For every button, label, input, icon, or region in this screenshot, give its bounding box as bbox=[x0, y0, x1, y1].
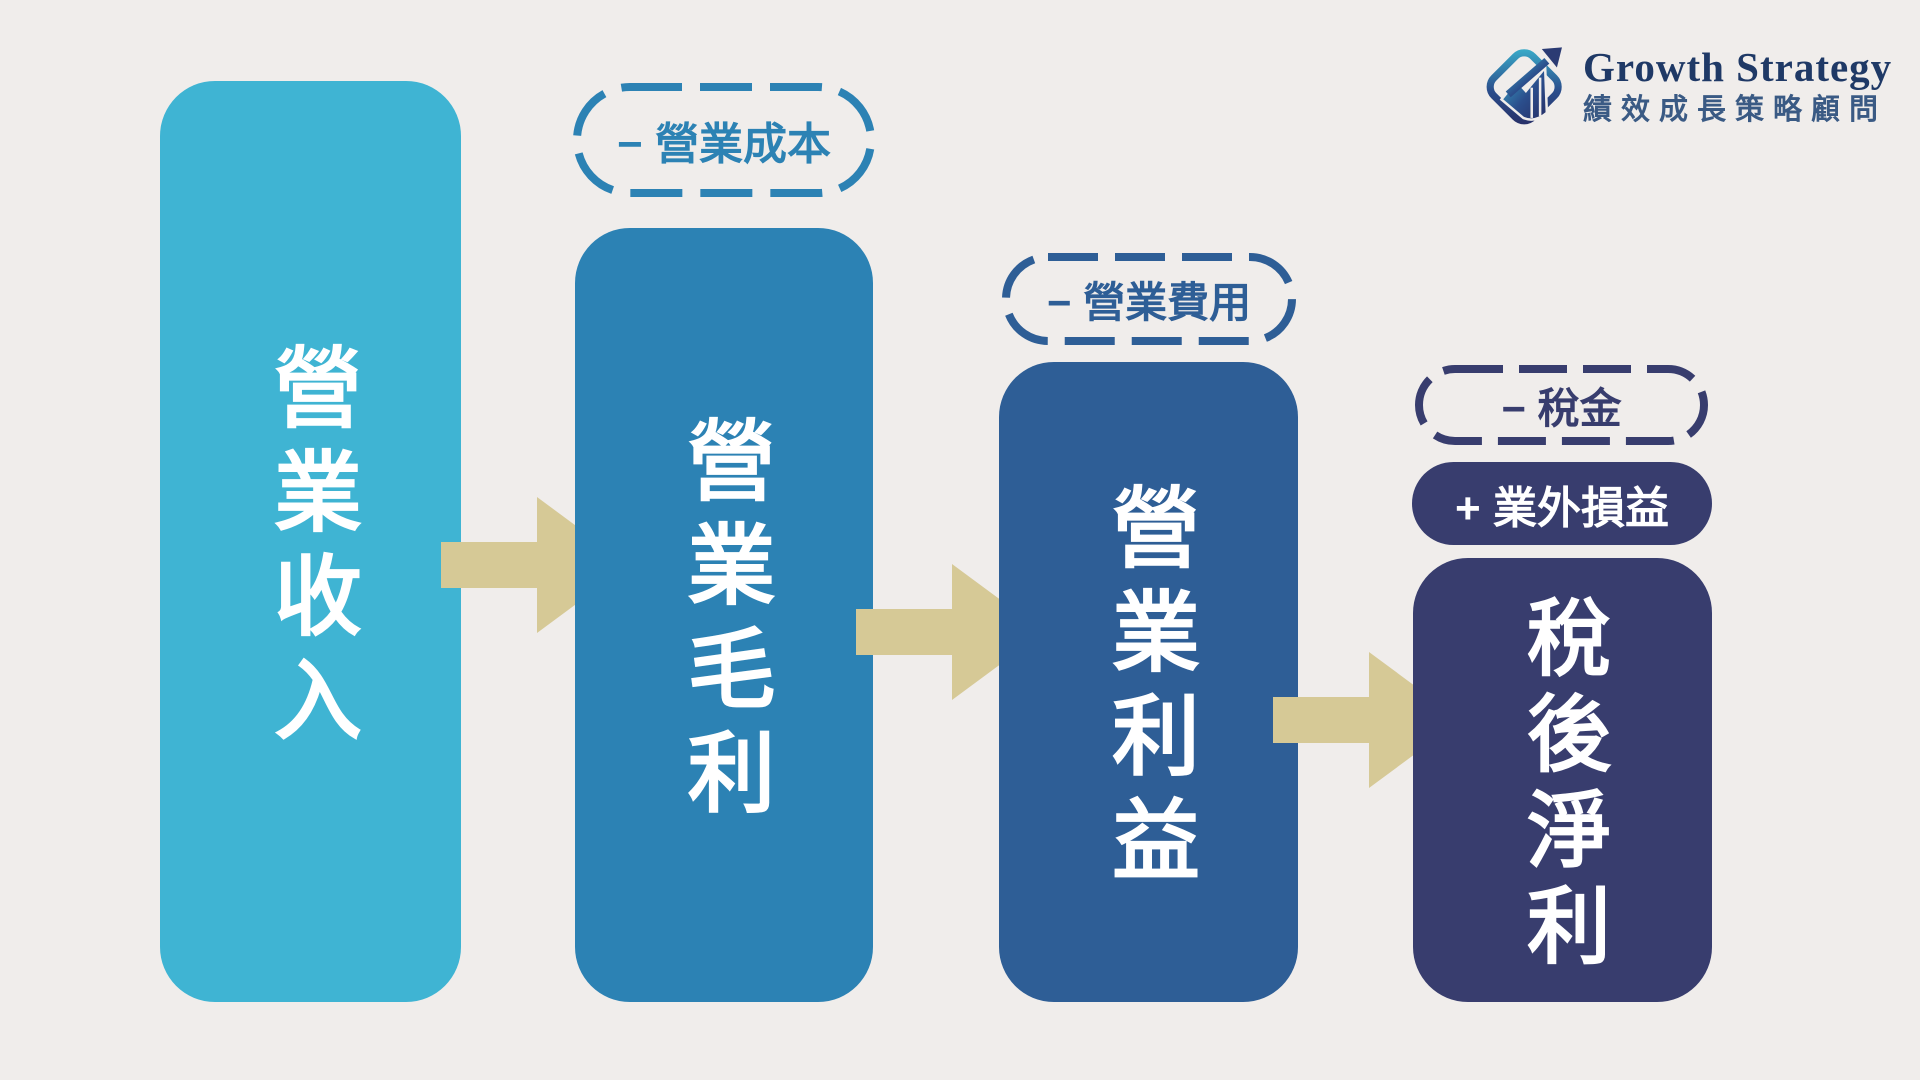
badge-tax-label: − 稅金 bbox=[1501, 384, 1622, 432]
flow-arrow-2-icon bbox=[856, 564, 1044, 700]
brand-tagline: 績效成長策略顧問 bbox=[1583, 94, 1888, 127]
step-operating-income: 營業利益 bbox=[999, 362, 1298, 1002]
step-net-profit-after-tax-label: 稅後淨利 bbox=[1515, 594, 1610, 978]
dashed-border-icon bbox=[573, 83, 875, 197]
brand-logo-text: Growth Strategy 績效成長策略顧問 bbox=[1583, 44, 1893, 127]
badge-operating-cost-label: − 營業成本 bbox=[617, 120, 831, 169]
badge-tax: − 稅金 bbox=[1415, 365, 1708, 445]
step-net-profit-after-tax: 稅後淨利 bbox=[1413, 558, 1712, 1002]
badge-operating-expense-label: − 營業費用 bbox=[1046, 278, 1252, 326]
step-gross-profit: 營業毛利 bbox=[575, 228, 873, 1002]
badge-non-operating-income-label: + 業外損益 bbox=[1455, 483, 1669, 533]
step-gross-profit-label: 營業毛利 bbox=[675, 415, 774, 831]
badge-non-operating-income: + 業外損益 bbox=[1412, 462, 1712, 545]
badge-operating-cost: − 營業成本 bbox=[573, 83, 875, 197]
step-operating-revenue: 營業收入 bbox=[160, 81, 461, 1002]
growth-chart-diamond-icon bbox=[1486, 47, 1562, 125]
brand-name: Growth Strategy bbox=[1583, 44, 1893, 90]
dashed-border-icon bbox=[1415, 365, 1708, 445]
step-operating-income-label: 營業利益 bbox=[1099, 482, 1199, 898]
brand-logo: Growth Strategy 績效成長策略顧問 bbox=[1483, 40, 1892, 132]
dashed-border-icon bbox=[1002, 253, 1296, 345]
badge-operating-expense: − 營業費用 bbox=[1002, 253, 1296, 345]
step-operating-revenue-label: 營業收入 bbox=[261, 341, 361, 758]
